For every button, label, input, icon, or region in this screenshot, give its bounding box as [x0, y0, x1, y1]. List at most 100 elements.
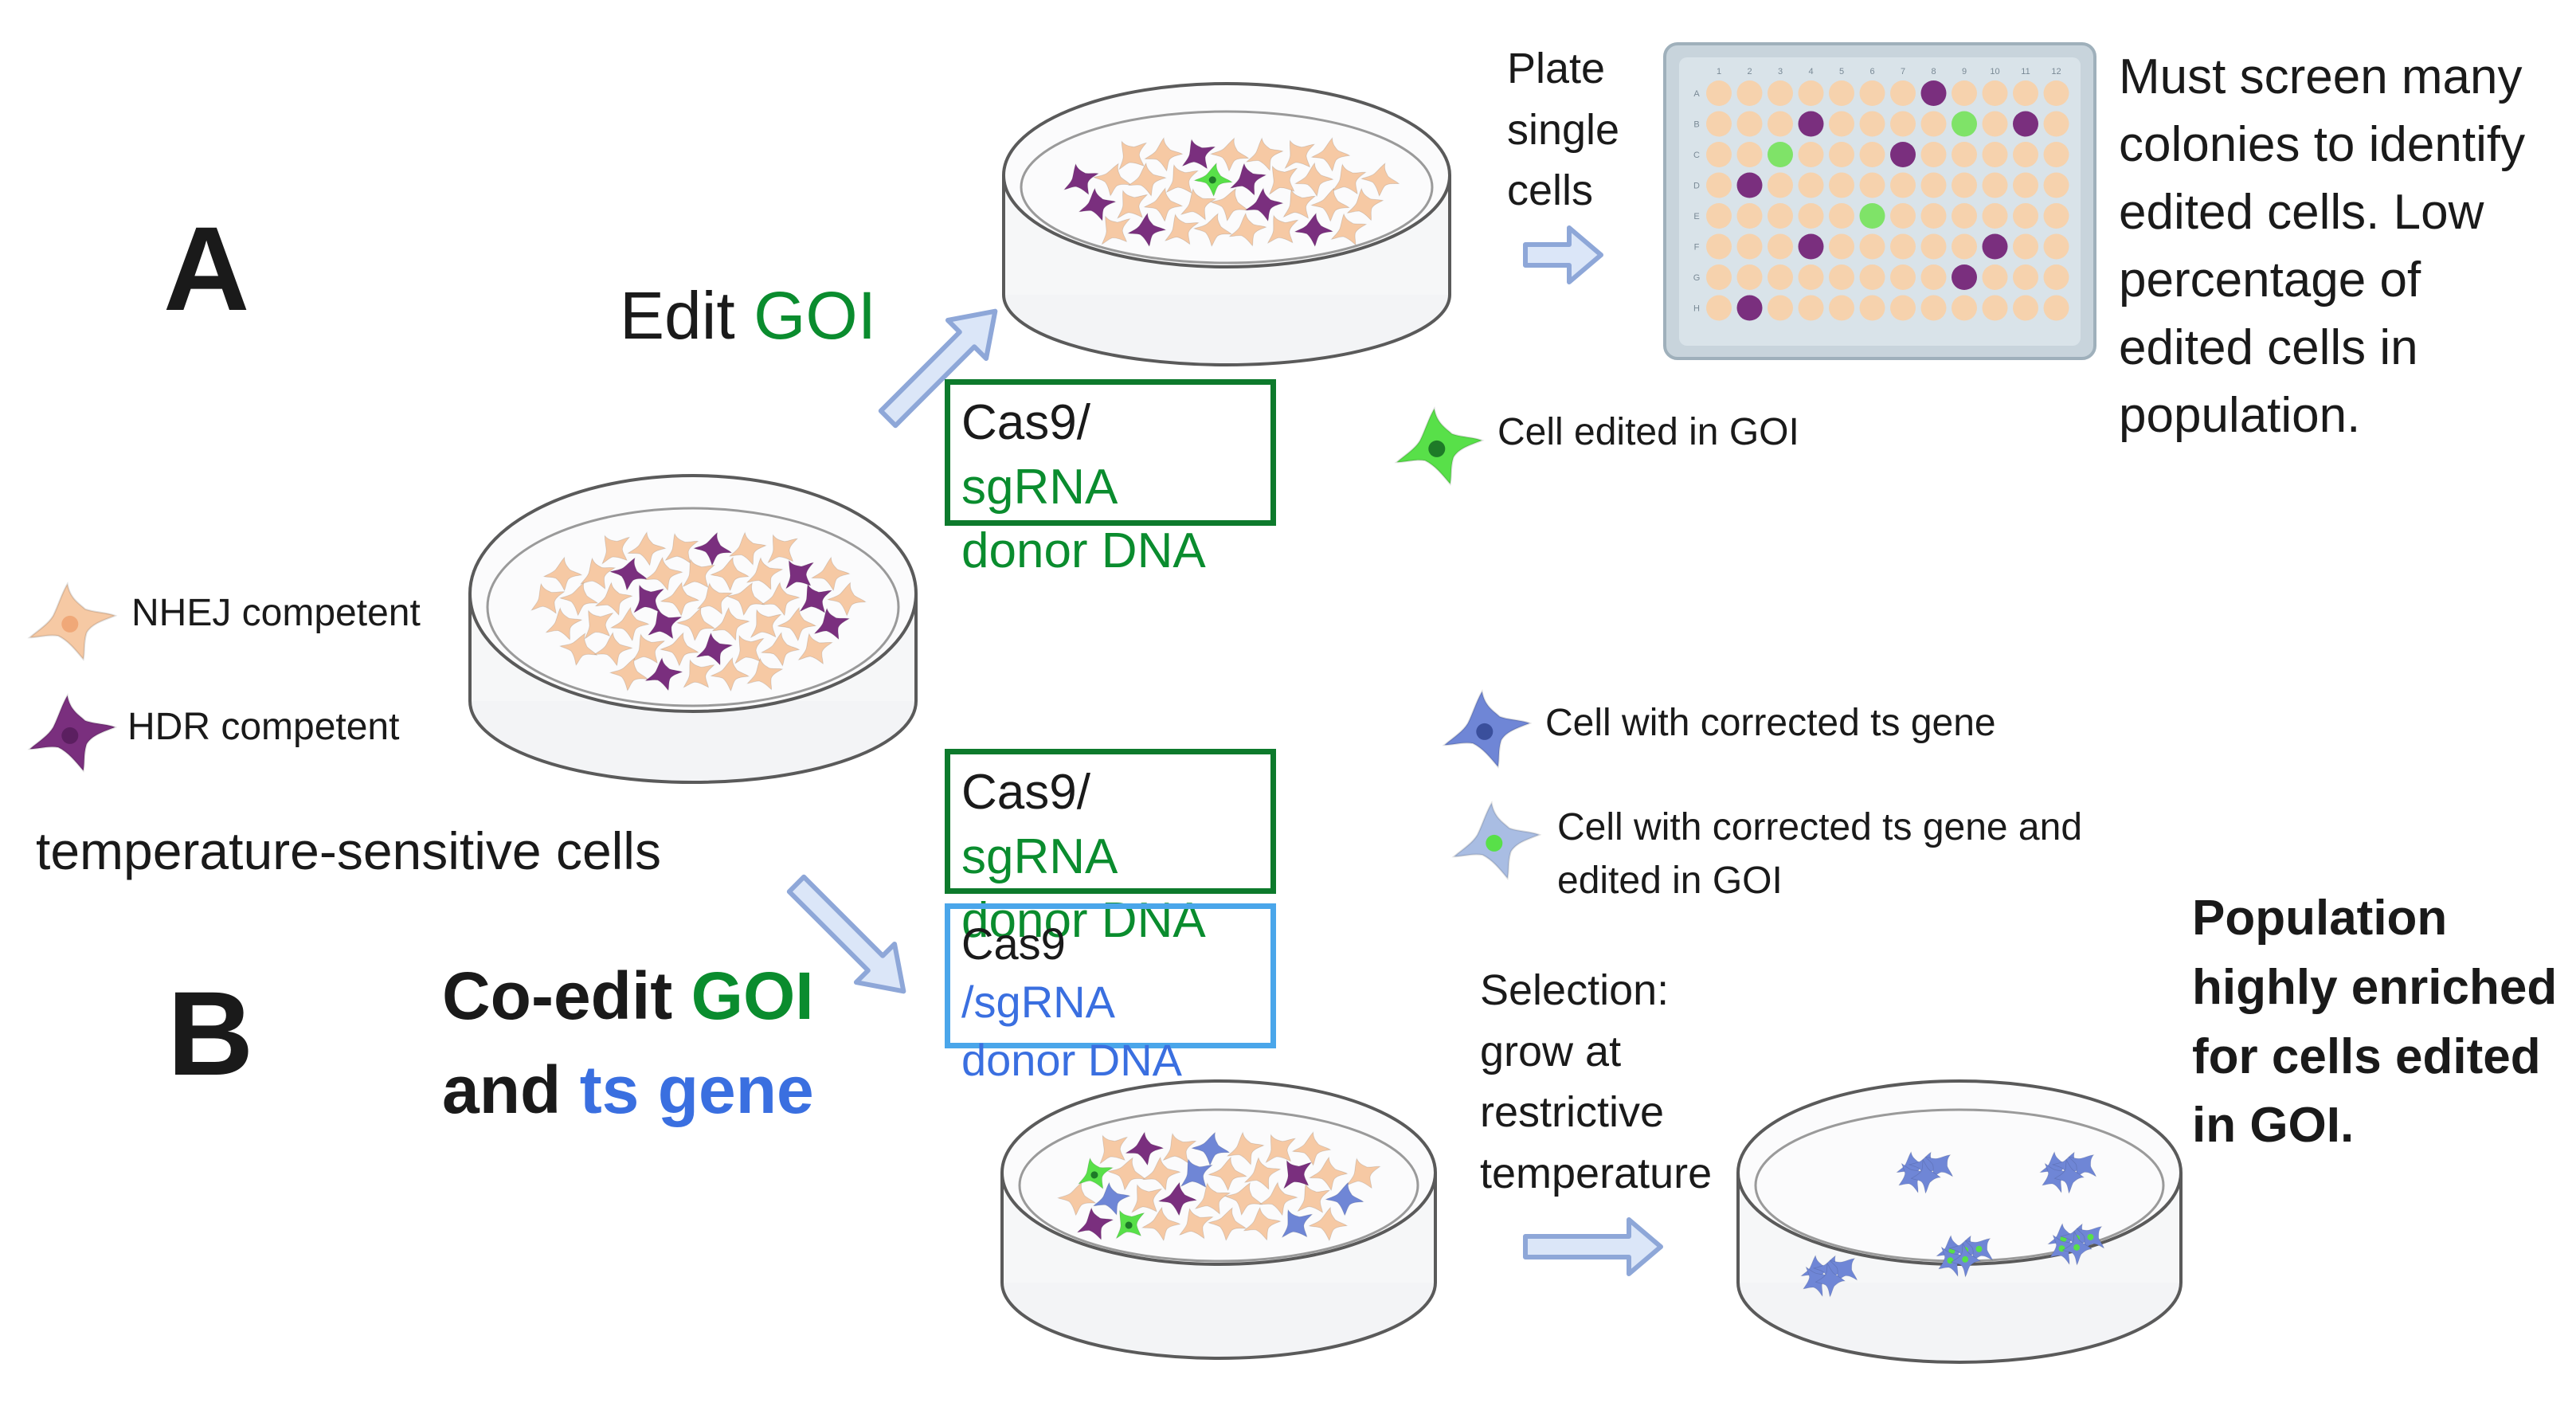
plate-well — [1706, 142, 1732, 167]
plate-well — [2043, 172, 2069, 198]
plate-well — [2043, 233, 2069, 260]
plate-well — [2013, 172, 2038, 198]
plate-well — [1952, 172, 1977, 198]
plate-well — [2013, 295, 2038, 321]
plate-well — [1982, 172, 2008, 198]
plate-well — [1768, 295, 1793, 321]
plate-well — [1952, 295, 1977, 321]
plate-well — [1768, 233, 1793, 260]
plate-well — [1736, 233, 1763, 260]
plate-column-label: 3 — [1778, 67, 1783, 76]
plate-well — [1859, 264, 1885, 290]
plate-well — [2043, 264, 2069, 290]
plate-row-label: C — [1693, 151, 1700, 160]
plate-column-label: 8 — [1931, 67, 1936, 76]
corrected-and-edited-cell — [1958, 1227, 2002, 1271]
plate-well — [1706, 264, 1732, 290]
selection-label: Selection: grow at restrictive temperatu… — [1480, 966, 1713, 1198]
dish-a-top — [1002, 82, 1451, 366]
plate-well — [2013, 203, 2038, 229]
corrected-and-edited-cell — [1948, 1241, 1983, 1279]
plate-well — [1982, 111, 2008, 137]
plate-well — [1829, 203, 1854, 229]
hdr-legend-icon — [29, 694, 116, 772]
coedit-label: Co-edit GOI and ts gene — [442, 958, 814, 1127]
arrow-coedit — [786, 874, 906, 994]
plate-well — [1768, 111, 1793, 137]
plate-well — [1829, 80, 1854, 106]
arrow-edit — [878, 308, 998, 429]
plate-column-label: 1 — [1717, 67, 1721, 76]
panel-b-result: Population highly enriched for cells edi… — [2192, 891, 2558, 1154]
plate-well — [1982, 80, 2008, 106]
plate-well — [1829, 264, 1854, 290]
plate-well — [1736, 142, 1763, 167]
plate-well — [1859, 111, 1885, 137]
plate-well — [1736, 264, 1763, 290]
plate-well — [1798, 142, 1824, 167]
plate-well — [1920, 172, 1947, 198]
reagent-box-b-ts: Cas9/sgRNA donor DNA — [945, 903, 1276, 1085]
plate-well — [2043, 80, 2069, 106]
plate-well-hdr — [1982, 233, 2008, 260]
plate-well — [1890, 80, 1916, 106]
plate-well — [1829, 233, 1854, 260]
plate-column-label: 2 — [1747, 67, 1752, 76]
plate-well — [1859, 142, 1885, 167]
plate-well — [1798, 80, 1824, 106]
plate-well — [1890, 264, 1916, 290]
plate-well — [1706, 295, 1732, 321]
panel-a-letter: A — [163, 202, 250, 335]
reagent-box-b-goi: Cas9/sgRNA donor DNA — [945, 749, 1276, 948]
plate-well — [1982, 142, 2008, 167]
plate-column-label: 10 — [1990, 67, 1999, 76]
both-legend-icon — [1453, 801, 1541, 879]
plate-row-label: H — [1693, 304, 1700, 314]
plate-well — [1890, 295, 1916, 321]
plate-well — [1829, 142, 1854, 167]
legend-both-label: Cell with corrected ts gene and edited i… — [1557, 806, 2083, 903]
start-caption: temperature-sensitive cells — [36, 821, 661, 880]
plate-well — [1736, 203, 1763, 229]
plate-well-hdr — [1736, 172, 1763, 198]
plate-row-label: F — [1694, 243, 1700, 253]
plate-well — [1952, 233, 1977, 260]
plate-well — [1952, 203, 1977, 229]
plate-well — [1920, 233, 1947, 260]
plate-well — [2013, 264, 2038, 290]
plate-well — [1829, 295, 1854, 321]
panel-a-result: Must screen many colonies to identify ed… — [2119, 49, 2526, 443]
legend-hdr-label: HDR competent — [127, 706, 400, 748]
plate-well — [1829, 172, 1854, 198]
plate-well — [1920, 142, 1947, 167]
plate-well — [1859, 172, 1885, 198]
plate-column-label: 12 — [2051, 67, 2061, 76]
plate-well — [1768, 264, 1793, 290]
edited-legend-icon — [1396, 407, 1483, 485]
plate-well-hdr — [1890, 142, 1916, 167]
goi-text: GOI — [754, 278, 877, 353]
plate-well — [1920, 111, 1947, 137]
plate-well — [2043, 295, 2069, 321]
plate-well — [1768, 80, 1793, 106]
plate-well — [2043, 142, 2069, 167]
plate-well — [1982, 203, 2008, 229]
legend-ts-label: Cell with corrected ts gene — [1545, 702, 1996, 744]
plate-column-label: 9 — [1962, 67, 1967, 76]
plate-well — [1920, 203, 1947, 229]
panel-b-letter: B — [167, 966, 254, 1100]
plate-well — [2043, 203, 2069, 229]
plate-column-label: 7 — [1901, 67, 1905, 76]
plate-well — [1859, 80, 1885, 106]
plate-row-label: A — [1693, 89, 1700, 99]
plate-well-hdr — [2013, 111, 2038, 137]
plate-row-label: B — [1693, 120, 1699, 130]
plate-column-label: 4 — [1808, 67, 1813, 76]
edit-goi-label: Edit GOI — [620, 278, 877, 353]
plate-well — [1890, 233, 1916, 260]
plate-well — [1952, 80, 1977, 106]
plate-well — [1890, 111, 1916, 137]
plate-well — [1706, 203, 1732, 229]
legend-nhej-label: NHEJ competent — [131, 592, 421, 634]
